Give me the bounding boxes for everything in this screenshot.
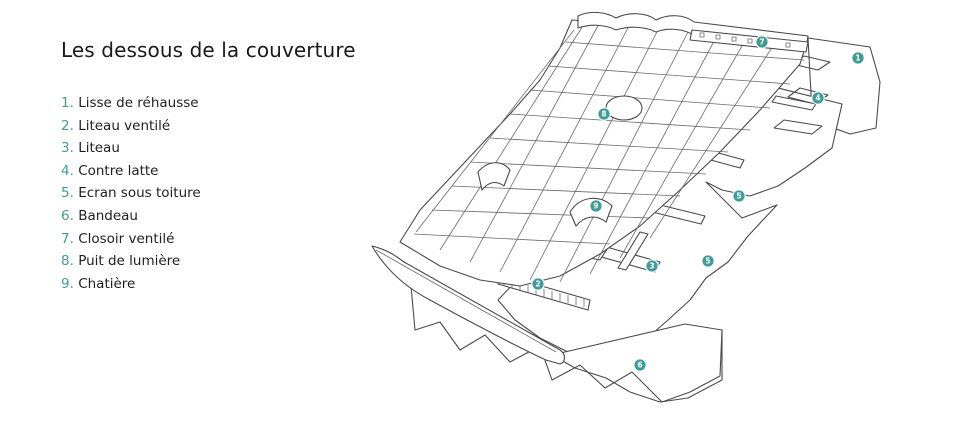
badge-1: 1 (851, 51, 865, 65)
legend-number: 3. (61, 140, 74, 157)
legend-label: Puit de lumière (78, 253, 181, 270)
legend-item-4: 4. Contre latte (61, 160, 201, 183)
legend-label: Ecran sous toiture (78, 185, 201, 202)
legend-label: Liteau (78, 140, 120, 157)
badge-2-label: 2 (535, 280, 540, 289)
legend-item-1: 1. Lisse de réhausse (61, 92, 201, 115)
legend-item-2: 2. Liteau ventilé (61, 115, 201, 138)
legend-label: Lisse de réhausse (78, 95, 199, 111)
badge-8: 8 (597, 107, 611, 121)
legend-list: 1. Lisse de réhausse 2. Liteau ventilé 3… (61, 92, 201, 295)
badge-3: 3 (645, 259, 659, 273)
legend-number: 1. (61, 95, 74, 111)
legend-label: Chatière (78, 275, 136, 292)
badge-5b-label: 5 (705, 257, 710, 266)
legend-number: 6. (61, 207, 74, 224)
badge-9-label: 9 (593, 202, 598, 211)
legend-number: 7. (61, 230, 74, 247)
badge-7-label: 7 (759, 38, 764, 47)
lower-wall-outline (409, 274, 723, 403)
page-title: Les dessous de la couverture (61, 38, 356, 62)
badge-7: 7 (755, 35, 769, 49)
legend-number: 8. (61, 253, 74, 270)
badge-3-label: 3 (649, 262, 654, 271)
roof-tiles (399, 19, 809, 287)
legend-number: 2. (61, 117, 74, 134)
legend-number: 9. (61, 275, 74, 292)
badge-2: 2 (531, 277, 545, 291)
legend-item-6: 6. Bandeau (61, 205, 201, 228)
badge-5b: 5 (701, 254, 715, 268)
vent-tile-upper (477, 162, 511, 191)
badge-1-label: 1 (855, 54, 860, 63)
legend-item-5: 5. Ecran sous toiture (61, 182, 201, 205)
legend-number: 4. (61, 162, 74, 179)
skylight-outline (605, 95, 643, 121)
legend-label: Bandeau (78, 207, 138, 224)
badge-6-label: 6 (637, 361, 642, 370)
legend-item-9: 9. Chatière (61, 273, 201, 296)
badge-4-label: 4 (815, 94, 820, 103)
legend-number: 5. (61, 185, 74, 202)
badge-5a: 5 (732, 189, 746, 203)
legend-label: Closoir ventilé (78, 230, 175, 247)
badge-9: 9 (589, 199, 603, 213)
badge-5a-label: 5 (736, 192, 741, 201)
legend-item-3: 3. Liteau (61, 137, 201, 160)
badge-4: 4 (811, 91, 825, 105)
gutter (371, 245, 566, 365)
legend-label: Liteau ventilé (78, 117, 171, 134)
legend-item-7: 7. Closoir ventilé (61, 228, 201, 251)
legend-item-8: 8. Puit de lumière (61, 250, 201, 273)
badge-6: 6 (633, 358, 647, 372)
gutter-rim (375, 249, 557, 353)
ventilated-closure (689, 29, 809, 53)
legend-label: Contre latte (78, 162, 159, 179)
badge-8-label: 8 (601, 110, 606, 119)
